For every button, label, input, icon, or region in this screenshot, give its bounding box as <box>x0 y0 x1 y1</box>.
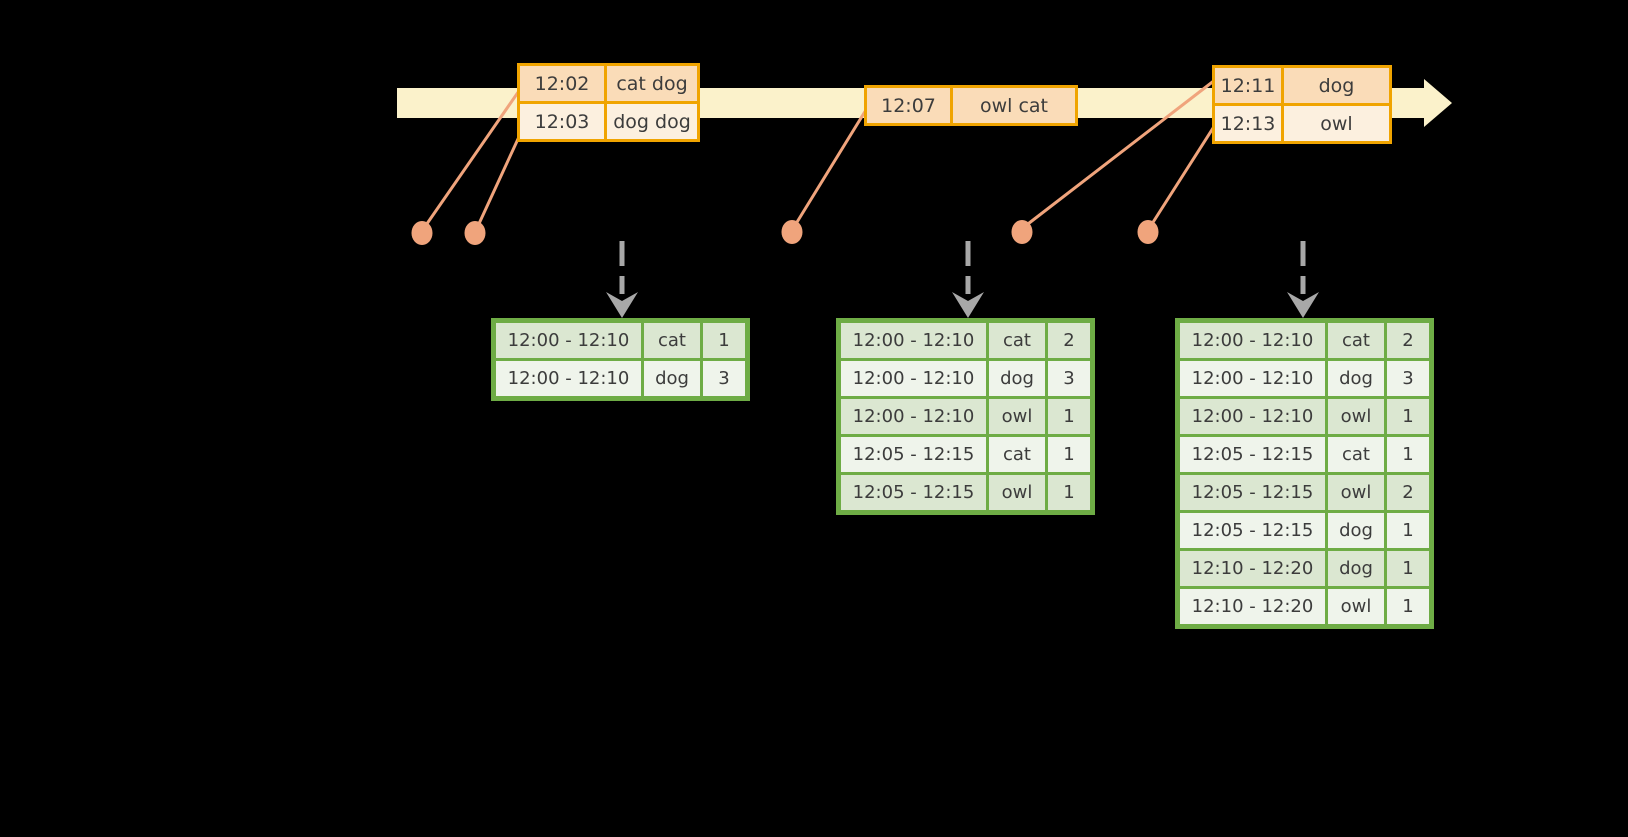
connector-line-12-02 <box>422 86 523 230</box>
event-time: 12:03 <box>520 104 604 139</box>
result-table-1: 12:00 - 12:10 cat 1 12:00 - 12:10 dog 3 <box>491 318 750 401</box>
event-words: owl <box>1284 106 1389 141</box>
event-dot-12-13 <box>1137 220 1159 244</box>
result-window: 12:05 - 12:15 <box>1180 475 1325 510</box>
result-word: dog <box>989 361 1045 396</box>
result-table-2: 12:00 - 12:10 cat 2 12:00 - 12:10 dog 3 … <box>836 318 1095 515</box>
event-table-12-02: 12:02 cat dog 12:03 dog dog <box>517 63 700 142</box>
result-window: 12:05 - 12:15 <box>1180 513 1325 548</box>
result-word: owl <box>989 475 1045 510</box>
result-word: owl <box>1328 399 1384 434</box>
result-window: 12:00 - 12:10 <box>496 361 641 396</box>
result-count: 1 <box>1387 551 1429 586</box>
event-words: owl cat <box>953 88 1075 123</box>
result-count: 2 <box>1048 323 1090 358</box>
event-dot-12-02 <box>411 221 433 245</box>
result-word: dog <box>1328 551 1384 586</box>
event-words: dog dog <box>607 104 697 139</box>
event-table-12-07: 12:07 owl cat <box>864 85 1078 126</box>
event-time: 12:11 <box>1215 68 1281 103</box>
result-word: cat <box>1328 437 1384 472</box>
result-window: 12:00 - 12:10 <box>496 323 641 358</box>
result-window: 12:00 - 12:10 <box>1180 323 1325 358</box>
result-window: 12:05 - 12:15 <box>841 475 986 510</box>
event-dot-12-03 <box>464 221 486 245</box>
result-window: 12:00 - 12:10 <box>1180 361 1325 396</box>
result-count: 1 <box>1048 475 1090 510</box>
trigger-arrow-2 <box>952 241 984 318</box>
result-word: cat <box>644 323 700 358</box>
result-count: 1 <box>1387 513 1429 548</box>
result-count: 3 <box>1048 361 1090 396</box>
event-dot-12-07 <box>781 220 803 244</box>
result-window: 12:05 - 12:15 <box>841 437 986 472</box>
result-word: owl <box>989 399 1045 434</box>
event-table-12-11: 12:11 dog 12:13 owl <box>1212 65 1392 144</box>
result-table-3: 12:00 - 12:10 cat 2 12:00 - 12:10 dog 3 … <box>1175 318 1434 629</box>
result-count: 3 <box>1387 361 1429 396</box>
event-time: 12:07 <box>867 88 950 123</box>
connector-line-12-03 <box>475 124 526 230</box>
result-window: 12:00 - 12:10 <box>841 361 986 396</box>
result-word: dog <box>1328 513 1384 548</box>
result-count: 1 <box>703 323 745 358</box>
result-word: cat <box>989 437 1045 472</box>
result-count: 3 <box>703 361 745 396</box>
result-count: 2 <box>1387 323 1429 358</box>
result-window: 12:10 - 12:20 <box>1180 551 1325 586</box>
event-words: cat dog <box>607 66 697 101</box>
result-count: 2 <box>1387 475 1429 510</box>
event-time: 12:02 <box>520 66 604 101</box>
result-word: dog <box>644 361 700 396</box>
trigger-arrow-1 <box>606 241 638 318</box>
result-count: 1 <box>1387 437 1429 472</box>
event-time: 12:13 <box>1215 106 1281 141</box>
result-word: owl <box>1328 589 1384 624</box>
trigger-arrow-3 <box>1287 241 1319 318</box>
result-count: 1 <box>1048 399 1090 434</box>
result-count: 1 <box>1387 399 1429 434</box>
result-word: owl <box>1328 475 1384 510</box>
result-window: 12:00 - 12:10 <box>841 323 986 358</box>
result-window: 12:00 - 12:10 <box>841 399 986 434</box>
connector-line-12-13 <box>1148 123 1217 229</box>
result-window: 12:10 - 12:20 <box>1180 589 1325 624</box>
result-window: 12:05 - 12:15 <box>1180 437 1325 472</box>
result-word: dog <box>1328 361 1384 396</box>
result-count: 1 <box>1387 589 1429 624</box>
result-word: cat <box>1328 323 1384 358</box>
event-dot-12-11 <box>1011 220 1033 244</box>
result-count: 1 <box>1048 437 1090 472</box>
connector-line-12-11 <box>1022 78 1217 229</box>
event-words: dog <box>1284 68 1389 103</box>
connector-line-12-07 <box>792 103 871 229</box>
result-word: cat <box>989 323 1045 358</box>
result-window: 12:00 - 12:10 <box>1180 399 1325 434</box>
